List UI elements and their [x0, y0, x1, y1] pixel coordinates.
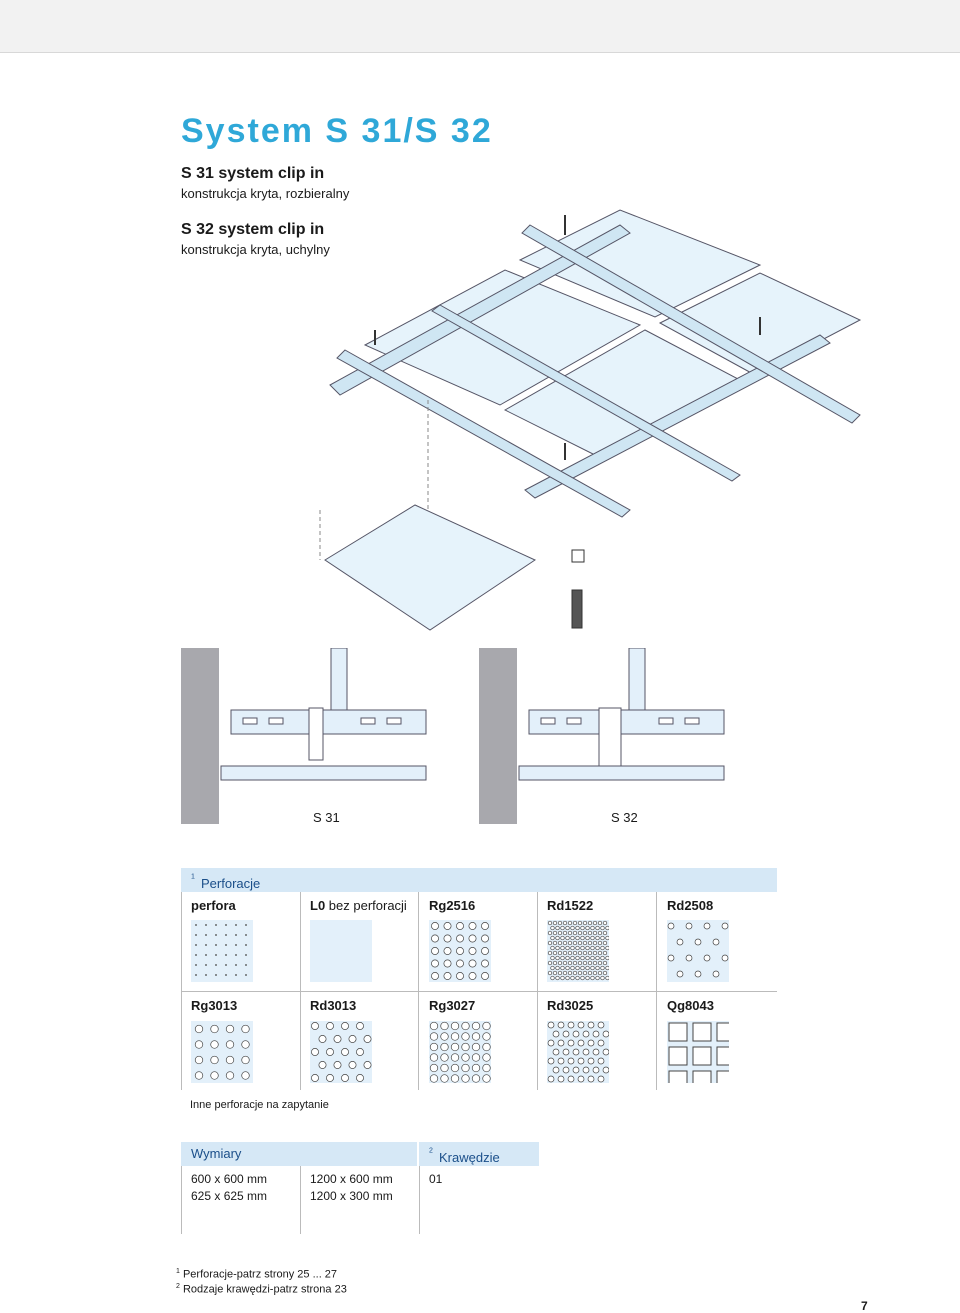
perf-code-rg3027: Rg3027 [429, 998, 476, 1013]
edges-title: Krawędzie [439, 1150, 500, 1165]
perf-swatch-rd3025 [547, 1021, 609, 1083]
s31-description: konstrukcja kryta, rozbieralny [181, 186, 350, 201]
dimension-value: 600 x 600 mm [191, 1172, 268, 1186]
dimension-value: 625 x 625 mm [191, 1189, 268, 1203]
perf-swatch-rd2508 [667, 920, 729, 982]
page-title: System S 31/S 32 [181, 112, 493, 150]
dimension-value: 1200 x 600 mm [310, 1172, 393, 1186]
perf-swatch-rg2516 [429, 920, 491, 982]
perf-code-rg3013: Rg3013 [191, 998, 238, 1013]
dimensions-title: Wymiary [191, 1146, 242, 1161]
edges-footnote-mark: 2 [429, 1147, 433, 1155]
top-band [0, 0, 960, 53]
s31-heading: S 31 system clip in [181, 165, 325, 182]
dimensions-divider [419, 1166, 420, 1234]
perforations-footnote-mark: 1 [191, 873, 195, 881]
footnote-2: 2 Rodzaje krawędzi-patrz strona 23 [176, 1283, 347, 1296]
ceiling-grid-illustration [319, 209, 862, 631]
perf-code-rd2508: Rd2508 [667, 898, 714, 913]
perf-swatch-perfora [191, 920, 253, 982]
perf-swatch-qg8043 [667, 1021, 729, 1083]
page-number: 7 [861, 1299, 868, 1313]
edges-header: Krawędzie 2 [419, 1142, 539, 1166]
perf-code-l0: L0 bez perforacji [310, 898, 407, 913]
dimensions-divider [181, 1166, 182, 1234]
perf-code-rg2516: Rg2516 [429, 898, 476, 913]
edge-value: 01 [429, 1172, 443, 1186]
perforations-header: Perforacje 1 [181, 868, 777, 892]
perf-swatch-rd3013 [310, 1021, 372, 1083]
s32-caption: S 32 [611, 810, 638, 825]
perforations-note: Inne perforacje na zapytanie [190, 1099, 329, 1111]
perf-code-rd3025: Rd3025 [547, 998, 594, 1013]
perf-code-perfora: perfora [191, 898, 236, 913]
s31-caption: S 31 [313, 810, 340, 825]
perforations-title: Perforacje [201, 876, 261, 891]
s31-section-drawing [181, 648, 427, 824]
perf-swatch-rg3013 [191, 1021, 253, 1083]
perf-swatch-l0 [310, 920, 372, 982]
table-row-divider [181, 991, 777, 992]
perf-swatch-rg3027 [429, 1021, 491, 1083]
perf-code-qg8043: Qg8043 [667, 998, 714, 1013]
s32-section-drawing [479, 648, 725, 824]
perf-swatch-rd1522 [547, 920, 609, 982]
dimension-value: 1200 x 300 mm [310, 1189, 393, 1203]
perf-code-rd1522: Rd1522 [547, 898, 594, 913]
dimensions-header: Wymiary [181, 1142, 417, 1166]
footnote-1: 1 Perforacje-patrz strony 25 ... 27 [176, 1268, 338, 1281]
s32-heading: S 32 system clip in [181, 221, 325, 238]
s32-description: konstrukcja kryta, uchylny [181, 242, 330, 257]
dimensions-divider [300, 1166, 301, 1234]
perf-code-rd3013: Rd3013 [310, 998, 357, 1013]
